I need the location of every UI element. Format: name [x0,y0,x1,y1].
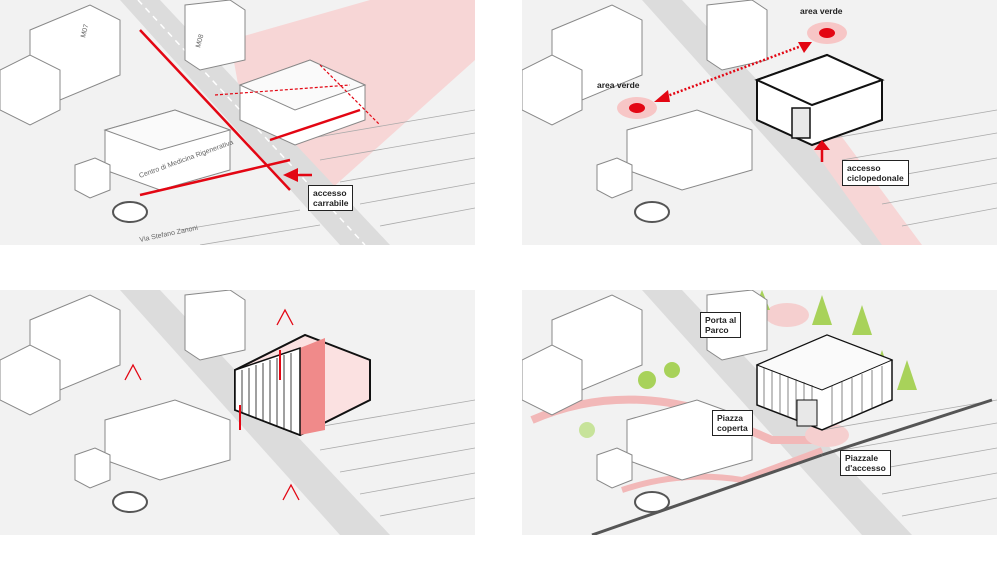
callout-porta-al-parco: Porta al Parco [700,312,742,338]
building-m08 [184,0,246,71]
building-proposed-detailed [755,334,894,431]
building-m08 [184,290,246,361]
callout-piazza-coperta: Piazza coperta [712,410,753,436]
access-arrow [283,168,298,182]
site-plan-4 [522,290,997,535]
building-centro-medicina [103,109,232,191]
label-m07: M07 [80,23,90,38]
section-marks [124,308,300,501]
building-proposed [238,59,367,146]
label-area-verde-left: area verde [597,80,640,90]
building-m07 [0,4,121,126]
diagram-panel-volume-concept [0,290,475,535]
round-pavilion [634,201,670,223]
round-pavilion [112,201,148,223]
dashed-axes [214,64,381,126]
small-building [74,157,111,199]
round-pavilion [634,491,670,513]
connection-arrow [661,43,805,100]
parking-grid [179,109,475,245]
parking-grid [821,399,997,517]
round-pavilion [112,491,148,513]
building-centro-medicina [104,399,231,481]
access-arrow [814,140,830,150]
site-plan-2 [522,0,997,245]
building-m08 [706,0,768,71]
diagram-panel-masterplan: Porta al Parco Piazza coperta Piazzale d… [522,290,997,535]
marker-area-verde-left [617,97,657,119]
label-m08: M08 [195,33,205,48]
building-proposed [754,53,885,147]
parking-grid [299,399,475,517]
piazzale-accesso [805,423,849,447]
bike-lane [591,453,823,535]
callout-accesso-ciclopedonale: accesso ciclopedonale [842,160,909,186]
callout-accesso-carrabile: accesso carrabile [308,185,354,211]
diagram-panel-access-vehicular: M07 M08 Centro di Medicina Rigenerativa [0,0,475,245]
site-plan-3 [0,290,475,535]
callout-piazzale-accesso: Piazzale d'accesso [840,450,891,476]
label-area-verde-right: area verde [800,6,843,16]
building-centro-medicina [626,109,753,191]
building-proposed-volume [234,333,371,437]
street-label: Via Stefano Zanoni [139,225,199,244]
diagram-panel-green-areas: area verde area verde accesso ciclopedon… [522,0,997,245]
plaza-top [765,303,809,327]
site-plan-1: M07 M08 Centro di Medicina Rigenerativa [0,0,475,245]
access-lines [139,29,361,197]
marker-area-verde-right [807,22,847,44]
facade-louvres [241,353,292,432]
